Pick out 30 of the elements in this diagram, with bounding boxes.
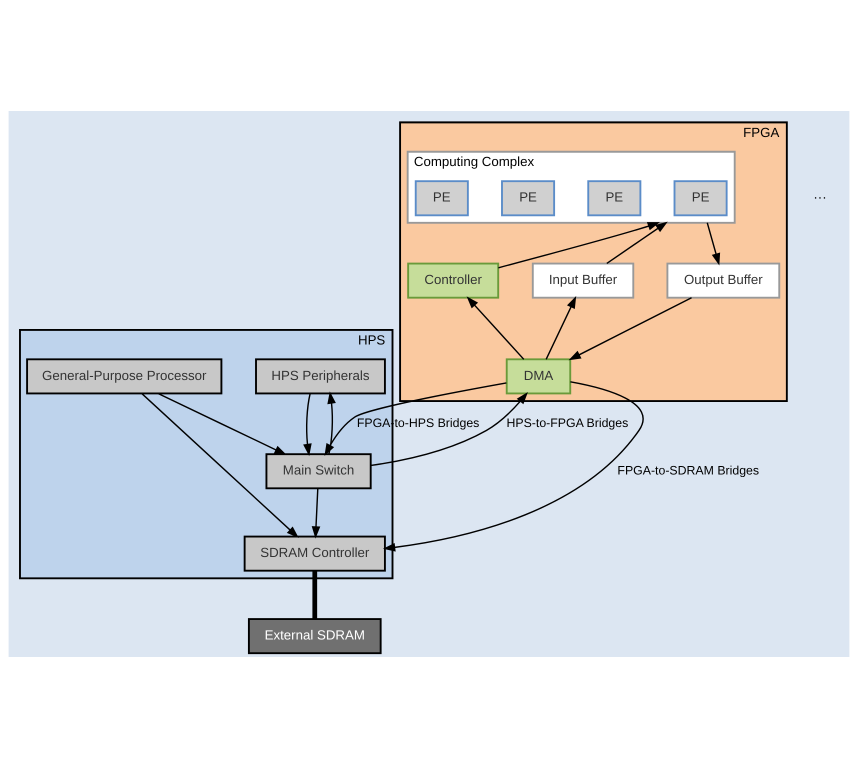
edge-label: HPS-to-FPGA Bridges <box>506 416 628 430</box>
arrow <box>370 392 528 466</box>
connector <box>312 570 318 618</box>
arrow <box>382 380 644 552</box>
arrow <box>312 488 320 538</box>
node-box: Controller <box>407 262 500 298</box>
arrow <box>466 296 524 360</box>
node-box: Output Buffer <box>666 262 780 298</box>
node-box: PE <box>674 180 728 216</box>
arrow <box>141 392 299 538</box>
arrow <box>546 296 576 360</box>
node-box: General-Purpose Processor <box>26 358 222 394</box>
arrow <box>498 222 660 268</box>
arrow <box>606 221 668 264</box>
node-box: PE <box>587 180 642 216</box>
arrow <box>327 390 336 454</box>
node-box: External SDRAM <box>248 618 382 654</box>
label: ··· <box>813 189 827 204</box>
node-box: HPS Peripherals <box>255 358 386 394</box>
node-box: DMA <box>506 358 572 394</box>
arrow <box>568 296 692 360</box>
node-box: PE <box>414 180 469 216</box>
node-box: Input Buffer <box>532 262 634 298</box>
node-box: PE <box>501 180 556 216</box>
node-box: SDRAM Controller <box>244 535 386 572</box>
node-box: Main Switch <box>265 452 372 489</box>
arrow <box>706 222 720 266</box>
arrow <box>158 392 287 455</box>
arrow <box>303 392 312 456</box>
edge-label: FPGA-to-SDRAM Bridges <box>617 462 760 477</box>
